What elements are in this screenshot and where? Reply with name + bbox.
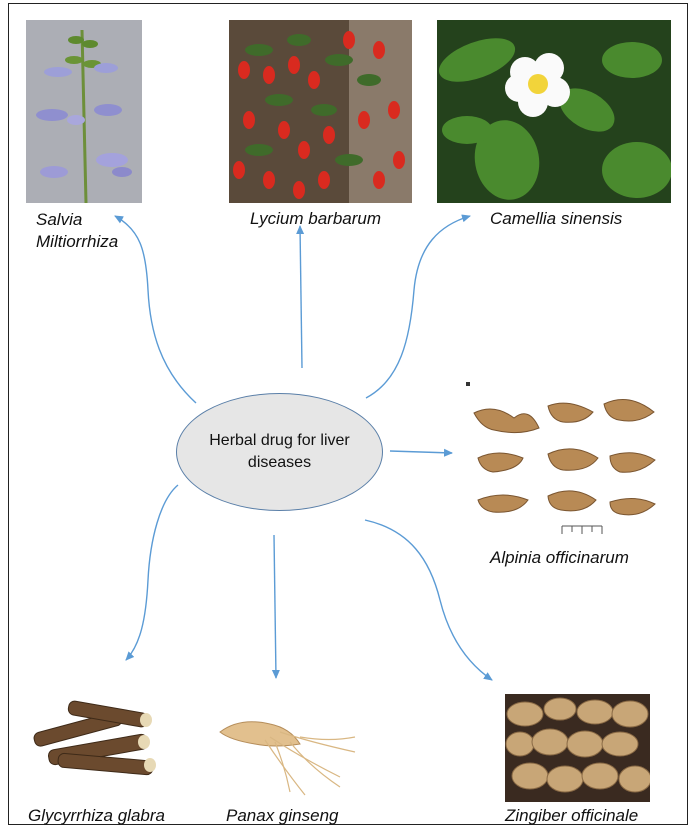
alpinia-photo: [462, 378, 672, 541]
panax-photo: [210, 692, 360, 800]
salvia-photo: [26, 20, 142, 203]
zingiber-label: Zingiber officinale: [505, 806, 638, 826]
alpinia-label: Alpinia officinarum: [490, 548, 629, 568]
center-node-label: Herbal drug for liver diseases: [205, 430, 355, 474]
center-node: Herbal drug for liver diseases: [176, 393, 383, 511]
lycium-label: Lycium barbarum: [250, 209, 381, 229]
zingiber-photo: [505, 694, 650, 802]
camellia-photo: [437, 20, 671, 203]
panax-label: Panax ginseng: [226, 806, 338, 826]
glycyrrhiza-label: Glycyrrhiza glabra: [28, 806, 165, 826]
lycium-photo: [229, 20, 412, 203]
salvia-label-line2: Miltiorrhiza: [36, 232, 118, 252]
camellia-label: Camellia sinensis: [490, 209, 622, 229]
salvia-label-line1: Salvia: [36, 210, 82, 230]
glycyrrhiza-photo: [28, 692, 168, 787]
